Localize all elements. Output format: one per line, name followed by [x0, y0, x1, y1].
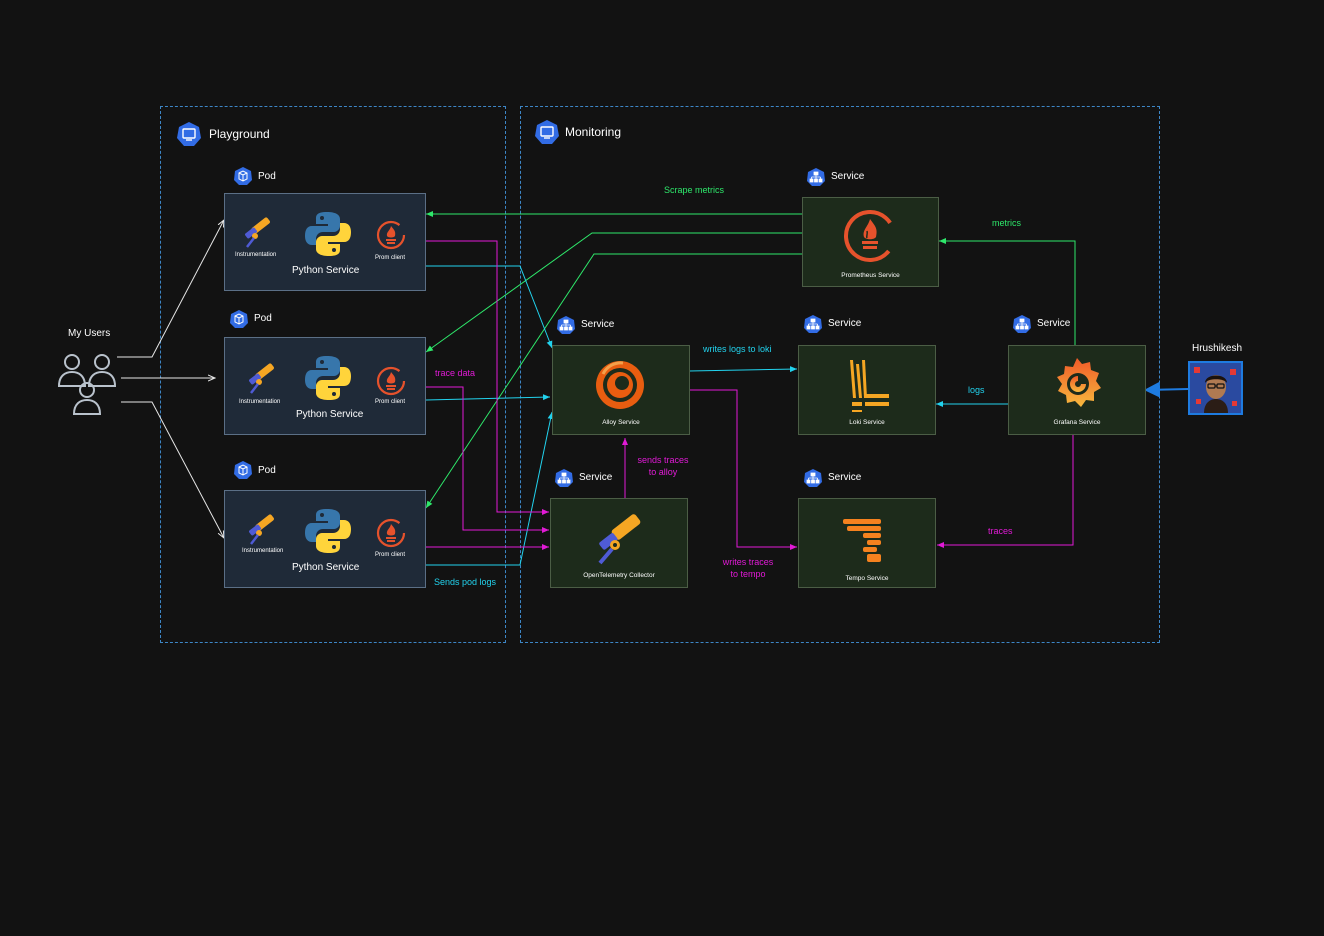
prometheus-client-icon	[376, 220, 406, 250]
tempo-logo-icon	[843, 519, 881, 562]
loki-service[interactable]: Loki Service	[798, 345, 936, 435]
edge-scrape-pod3	[425, 253, 802, 509]
service-tag: Service	[1037, 318, 1071, 329]
namespace-playground	[160, 106, 506, 643]
loki-service-label: Loki Service	[849, 419, 885, 426]
edge-label-writes-traces-to-tempo: writes traces to tempo	[718, 556, 778, 580]
person-name: Hrushikesh	[1192, 343, 1243, 354]
opentelemetry-logo-icon	[598, 514, 641, 565]
edge-label-scrape-metrics: Scrape metrics	[664, 185, 725, 195]
edge-label-writes-logs-to-loki: writes logs to loki	[703, 344, 772, 354]
avatar-portrait-icon	[1190, 363, 1241, 413]
prometheus-service-label: Prometheus Service	[841, 272, 900, 279]
edge-label-trace-data: trace data	[435, 368, 476, 378]
person-avatar[interactable]	[1188, 361, 1243, 415]
service-icon	[807, 168, 825, 186]
python-service-label: Python Service	[296, 409, 364, 420]
edge-users-pod1	[117, 220, 224, 358]
prom-client-label: Prom client	[375, 255, 406, 261]
otel-collector-label: OpenTelemetry Collector	[583, 572, 655, 579]
edge-label-line: to tempo	[730, 569, 766, 579]
edge-label-line: writes traces	[722, 557, 774, 567]
telescope-icon	[249, 514, 274, 545]
python-logo-icon	[305, 356, 351, 400]
prometheus-client-icon	[376, 518, 406, 548]
service-tag: Service	[579, 472, 613, 483]
namespace-title-playground: Playground	[209, 127, 270, 141]
alloy-service-label: Alloy Service	[602, 419, 640, 426]
namespace-monitoring	[520, 106, 1160, 643]
python-service-label: Python Service	[292, 265, 360, 276]
instrumentation-label: Instrumentation	[235, 252, 277, 258]
grafana-service-label: Grafana Service	[1053, 419, 1101, 426]
edge-logs-pod3	[426, 411, 554, 566]
pod-3[interactable]: Instrumentation Python Service Prom clie…	[224, 490, 426, 588]
edge-grafana-tempo	[937, 434, 1074, 548]
python-service-label: Python Service	[292, 562, 360, 573]
instrumentation-label: Instrumentation	[239, 399, 281, 405]
python-logo-icon	[305, 509, 351, 553]
edge-scrape-pod2	[425, 232, 802, 353]
edge-label-line: sends traces	[637, 455, 689, 465]
service-icon	[1013, 315, 1031, 333]
service-tag: Service	[581, 319, 615, 330]
pod-tag: Pod	[258, 465, 276, 476]
edge-label-metrics: metrics	[992, 218, 1021, 228]
users-icon	[57, 354, 117, 415]
otel-collector-service[interactable]: OpenTelemetry Collector	[550, 498, 688, 588]
grafana-logo-icon	[1057, 358, 1101, 407]
pod-icon	[234, 167, 252, 185]
pod-1[interactable]: Instrumentation Python Service Prom clie…	[224, 193, 426, 291]
edge-alloy-tempo	[689, 389, 797, 550]
edge-users-pod3	[121, 401, 224, 538]
edge-label-traces: traces	[988, 526, 1013, 536]
instrumentation-label: Instrumentation	[242, 548, 284, 554]
pod-2[interactable]: Instrumentation Python Service Prom clie…	[224, 337, 426, 435]
service-icon	[557, 316, 575, 334]
edge-grafana-prometheus	[939, 238, 1076, 346]
namespace-icon	[177, 122, 201, 146]
pod-tag: Pod	[254, 313, 272, 324]
edge-label-logs: logs	[968, 385, 985, 395]
alloy-logo-icon	[596, 361, 644, 409]
service-tag: Service	[831, 171, 865, 182]
service-tag: Service	[828, 318, 862, 329]
pod-icon	[234, 461, 252, 479]
telescope-icon	[249, 363, 274, 394]
tempo-service[interactable]: Tempo Service	[798, 498, 936, 588]
prometheus-logo-icon	[844, 210, 896, 262]
prometheus-client-icon	[376, 366, 406, 396]
namespace-title-monitoring: Monitoring	[565, 125, 622, 139]
edge-traces-pod1	[426, 240, 549, 515]
edge-person-grafana	[1144, 381, 1189, 398]
prom-client-label: Prom client	[375, 552, 406, 558]
edge-label-sends-traces-to-alloy: sends traces to alloy	[634, 454, 692, 478]
namespace-icon	[535, 120, 559, 144]
edge-label-line: to alloy	[648, 467, 678, 477]
service-tag: Service	[828, 472, 862, 483]
edge-logs-pod2	[425, 394, 551, 401]
loki-logo-icon	[850, 360, 889, 412]
telescope-icon	[245, 217, 270, 248]
service-icon	[804, 469, 822, 487]
service-icon	[804, 315, 822, 333]
tempo-service-label: Tempo Service	[845, 575, 889, 582]
python-logo-icon	[305, 212, 351, 256]
pod-icon	[230, 310, 248, 328]
edge-alloy-loki	[688, 366, 798, 373]
alloy-service[interactable]: Alloy Service	[552, 345, 690, 435]
service-icon	[555, 469, 573, 487]
grafana-service[interactable]: Grafana Service	[1008, 345, 1146, 435]
prometheus-service[interactable]: Prometheus Service	[802, 197, 939, 287]
prom-client-label: Prom client	[375, 399, 406, 405]
edge-logs-pod1	[426, 265, 553, 349]
edge-label-sends-pod-logs: Sends pod logs	[434, 577, 497, 587]
edge-traces-pod2	[426, 386, 549, 533]
users-label: My Users	[68, 328, 111, 339]
pod-tag: Pod	[258, 171, 276, 182]
